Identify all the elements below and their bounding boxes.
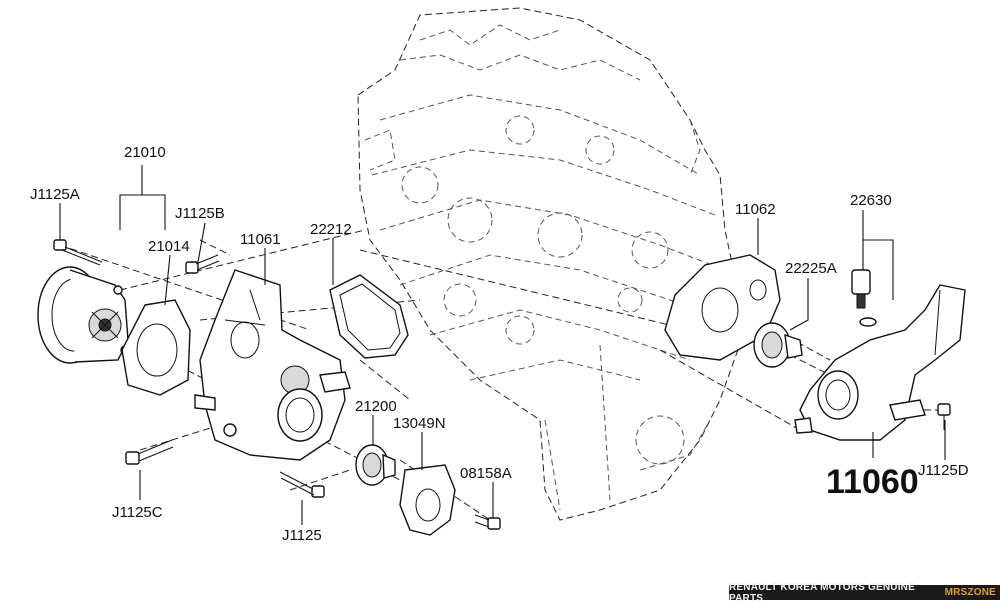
- callout-22225a: 22225A: [785, 260, 837, 277]
- callout-21200: 21200: [355, 398, 397, 415]
- callout-j1125a: J1125A: [30, 186, 80, 203]
- callout-11062: 11062: [735, 201, 776, 218]
- thermostat-housing-11061: [194, 269, 351, 461]
- pump-gasket: [121, 299, 191, 396]
- callout-11060: 11060: [826, 463, 919, 501]
- water-pump: [37, 266, 130, 364]
- callout-08158a: 08158A: [460, 465, 512, 482]
- engine-block-outline: [357, 7, 746, 521]
- thermostat-22225A: [753, 322, 803, 368]
- bolt-j1125d: [937, 403, 951, 430]
- bolt-j1125: [279, 471, 325, 498]
- thermostat-cover-13049N: [399, 464, 456, 536]
- callout-j1125: J1125: [282, 527, 322, 544]
- gasket-11062: [664, 254, 781, 361]
- bolt-j1125c: [125, 439, 174, 465]
- water-outlet-11060: [794, 284, 966, 441]
- bolt-j1125a: [53, 239, 103, 266]
- callout-21014: 21014: [148, 238, 190, 255]
- callout-13049n: 13049N: [393, 415, 446, 432]
- gasket-22212: [329, 274, 409, 359]
- thermostat-21200: [355, 444, 396, 486]
- callout-21010: 21010: [124, 144, 166, 161]
- callout-j1125d: J1125D: [918, 462, 969, 479]
- footer-brand-text: RENAULT KOREA MOTORS GENUINE PARTS: [729, 581, 915, 604]
- callout-11061: 11061: [240, 231, 281, 248]
- callout-22212: 22212: [310, 221, 352, 238]
- temperature-sensor-22630: [851, 269, 877, 327]
- callout-j1125c: J1125C: [112, 504, 163, 521]
- bolt-08158a: [474, 514, 501, 530]
- footer-bar: RENAULT KOREA MOTORS GENUINE PARTS MRSZO…: [729, 582, 1000, 604]
- callout-22630: 22630: [850, 192, 892, 209]
- leader-lines: [59, 165, 946, 525]
- callout-j1125b: J1125B: [175, 205, 225, 222]
- footer-site-text: MRSZONE: [944, 587, 996, 598]
- bolt-j1125b: [185, 254, 220, 274]
